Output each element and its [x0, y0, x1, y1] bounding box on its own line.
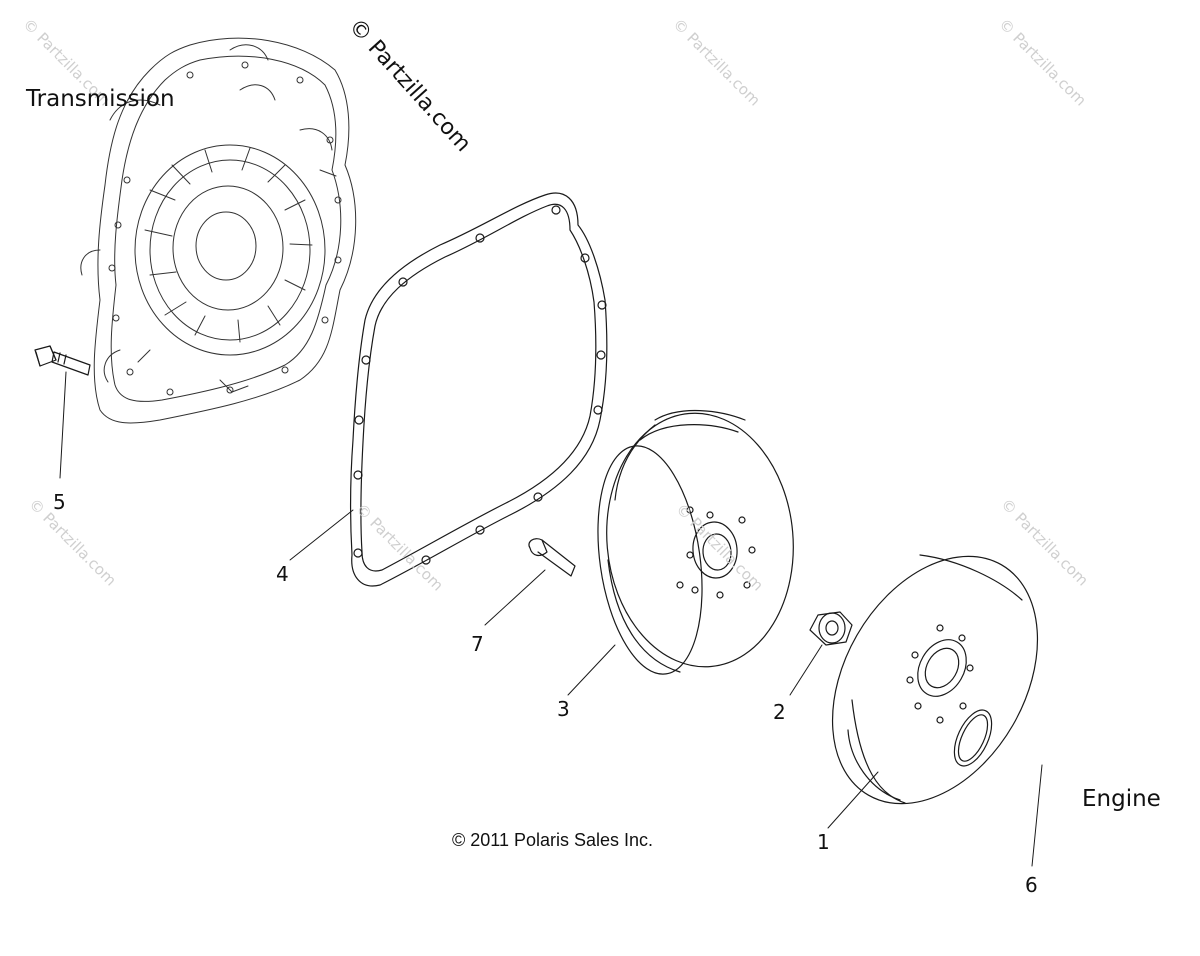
- callout-4: 4: [276, 562, 289, 586]
- pin-7: [528, 538, 576, 577]
- clutch-disc: [831, 554, 1039, 805]
- copyright-text: © 2011 Polaris Sales Inc.: [452, 830, 654, 850]
- drum: [597, 410, 794, 675]
- transmission-housing: [80, 37, 357, 424]
- callout-1: 1: [817, 830, 830, 854]
- transmission-label: Transmission: [26, 86, 175, 112]
- callout-6: 6: [1025, 873, 1038, 897]
- callout-5: 5: [53, 490, 66, 514]
- callout-2: 2: [773, 700, 786, 724]
- callout-7: 7: [471, 632, 484, 656]
- snap-ring-6: [953, 709, 993, 767]
- leader-lines: [59, 371, 1043, 867]
- nut-2: [809, 611, 853, 646]
- bolt-5: [34, 345, 91, 376]
- callout-3: 3: [557, 697, 570, 721]
- engine-label: Engine: [1082, 786, 1161, 812]
- gasket: [350, 192, 608, 587]
